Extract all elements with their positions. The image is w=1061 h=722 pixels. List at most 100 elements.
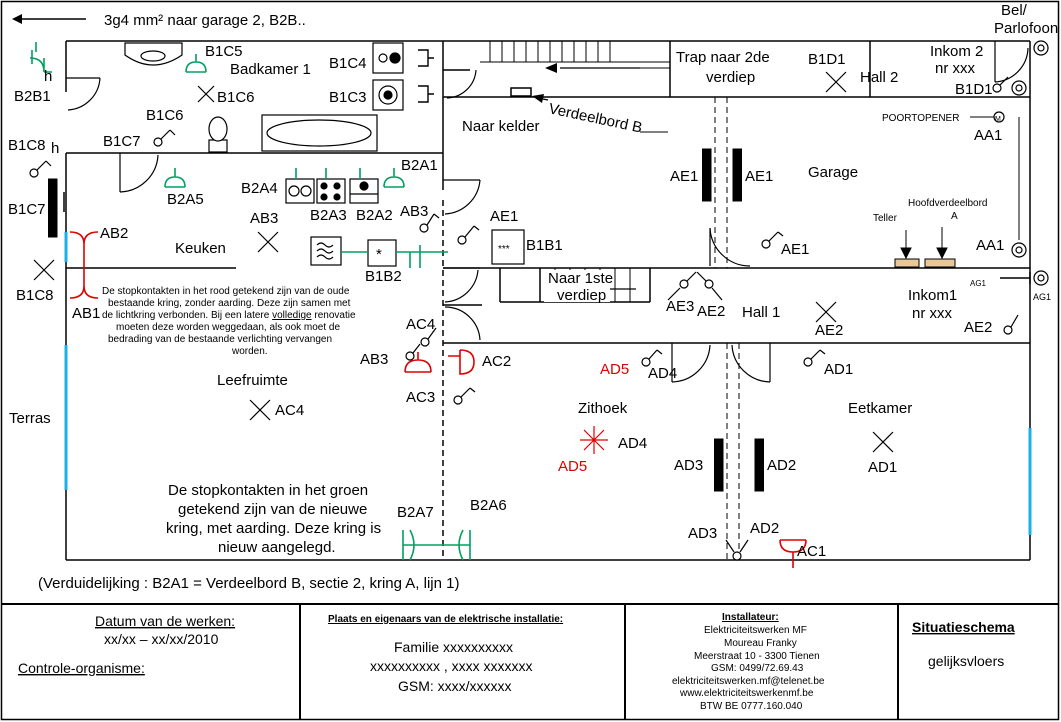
naar-1ste-label-2: verdiep	[557, 287, 606, 304]
svg-text:AE3: AE3	[666, 298, 694, 315]
svg-text:AE1: AE1	[745, 168, 773, 185]
room-inkom1-1: Inkom1	[908, 287, 957, 304]
svg-text:B1C6: B1C6	[146, 107, 184, 124]
light-point-red	[580, 426, 608, 454]
svg-text:AA1: AA1	[974, 127, 1002, 144]
schema-title: Situatieschema	[912, 619, 1015, 635]
installateur-7: BTW BE 0777.160.040	[700, 701, 803, 712]
svg-text:B1C7: B1C7	[8, 201, 46, 218]
installateur-6: www.elektriciteitswerkenmf.be	[679, 688, 814, 699]
svg-text:kring, met aarding. Deze kring: kring, met aarding. Deze kring is	[166, 520, 381, 537]
svg-text:De stopkontakten in het groen: De stopkontakten in het groen	[168, 482, 368, 499]
room-inkom2-1: Inkom 2	[930, 43, 983, 60]
svg-text:nieuw aangelegd.: nieuw aangelegd.	[218, 539, 336, 556]
schema-sub: gelijksvloers	[928, 653, 1004, 669]
room-hall1: Hall 1	[742, 304, 780, 321]
trap-arrow	[545, 63, 640, 73]
svg-text:moeten deze worden weggedaan,: moeten deze worden weggedaan, als ook mo…	[116, 322, 340, 333]
svg-text:AB1: AB1	[72, 305, 100, 322]
svg-text:AD4: AD4	[618, 435, 647, 452]
room-garage: Garage	[808, 164, 858, 181]
poortopener-label: POORTOPENER	[882, 113, 959, 124]
installateur-5: elektriciteitswerken.mf@telenet.be	[672, 676, 825, 687]
svg-text:B2A2: B2A2	[356, 207, 393, 224]
black-sockets	[418, 49, 434, 103]
motor-symbol: M	[995, 116, 1001, 123]
svg-text:B1B1: B1B1	[526, 237, 563, 254]
controle-organisme: Controle-organisme:	[18, 660, 145, 676]
hoofdverdeelbord-2: A	[951, 211, 958, 222]
room-eetkamer: Eetkamer	[848, 400, 912, 417]
installateur-label: Installateur:	[722, 612, 779, 623]
naar-1ste-label-1: Naar 1ste	[548, 270, 613, 287]
svg-text:B2A5: B2A5	[167, 191, 204, 208]
svg-text:h: h	[44, 68, 52, 85]
ad5-label-1: AD5	[600, 361, 629, 378]
svg-text:AB3: AB3	[250, 210, 278, 227]
svg-text:B1C5: B1C5	[205, 43, 243, 60]
red-sockets	[69, 231, 807, 568]
svg-text:AD1: AD1	[868, 459, 897, 476]
svg-text:AD4: AD4	[648, 365, 677, 382]
room-hall2: Hall 2	[860, 69, 898, 86]
naar-kelder: Naar kelder	[462, 118, 540, 135]
svg-text:AC1: AC1	[797, 543, 826, 560]
svg-text:B2A6: B2A6	[470, 497, 507, 514]
garage-passage	[714, 97, 740, 560]
cable-note: 3g4 mm² naar garage 2, B2B..	[104, 12, 306, 29]
svg-text:AB3: AB3	[360, 351, 388, 368]
svg-text:B1C8: B1C8	[8, 137, 46, 154]
ag1-bracket	[1000, 272, 1031, 284]
hoofdverdeelbord-1: Hoofdverdeelbord	[908, 198, 988, 209]
svg-text:B1D1: B1D1	[955, 81, 993, 98]
bathroom-fixtures	[124, 42, 378, 153]
svg-text:AE2: AE2	[697, 303, 725, 320]
green-sockets	[29, 42, 471, 561]
svg-text:De stopkontakten in het rood g: De stopkontakten in het rood getekend zi…	[102, 286, 350, 297]
wall-brackets	[48, 148, 764, 492]
svg-text:AA1: AA1	[976, 237, 1004, 254]
svg-text:AE2: AE2	[964, 319, 992, 336]
datum-value: xx/xx – xx/xx/2010	[104, 631, 219, 647]
installateur-2: Moureau Franky	[724, 638, 797, 649]
trap-label-1: Trap naar 2de	[676, 49, 770, 66]
component-labels: B1C5 B1C4 B1C3 B1C6 B1C6 B1C7 h B2B1 B1C…	[8, 43, 1051, 560]
svg-text:bedrading van de bestaande ver: bedrading van de bestaande verlichting v…	[108, 334, 332, 345]
installateur-1: Elektriciteitswerken MF	[704, 625, 807, 636]
svg-text:AG1: AG1	[970, 279, 987, 288]
svg-text:AE1: AE1	[490, 208, 518, 225]
svg-text:B2B1: B2B1	[14, 88, 51, 105]
svg-text:AE2: AE2	[815, 322, 843, 339]
svg-text:B1C7: B1C7	[103, 133, 141, 150]
bel-label-1: Bel/	[1001, 2, 1028, 19]
plaats-label: Plaats en eigenaars van de elektrische i…	[328, 614, 563, 625]
svg-text:B1D1: B1D1	[808, 51, 846, 68]
appliances	[285, 42, 525, 267]
svg-text:h: h	[51, 140, 59, 157]
datum-label: Datum van de werken:	[95, 613, 235, 629]
room-terras: Terras	[9, 410, 51, 427]
bell-and-outlets	[993, 40, 1049, 286]
windows	[64, 232, 1032, 535]
light-points	[33, 71, 894, 453]
svg-text:worden.: worden.	[231, 346, 268, 357]
ad5-label-2: AD5	[558, 458, 587, 475]
legend-note: (Verduidelijking : B2A1 = Verdeelbord B,…	[38, 575, 460, 592]
svg-text:B1C3: B1C3	[329, 89, 367, 106]
svg-text:bestaande kring, zonder aardin: bestaande kring, zonder aarding. Deze zi…	[108, 298, 351, 309]
svg-text:B2A4: B2A4	[241, 180, 278, 197]
svg-text:AB2: AB2	[100, 225, 128, 242]
svg-text:AD3: AD3	[674, 457, 703, 474]
green-note: De stopkontakten in het groen getekend z…	[166, 482, 381, 556]
svg-text:AG1: AG1	[1033, 292, 1051, 302]
svg-text:AD1: AD1	[824, 361, 853, 378]
familie: Familie xxxxxxxxxx	[394, 639, 513, 655]
meter-boxes	[894, 227, 956, 268]
trap-label-2: verdiep	[706, 69, 755, 86]
installateur-4: GSM: 0499/72.69.43	[711, 663, 804, 674]
title-block-lines	[1, 603, 1059, 720]
naar-1ste-bg	[544, 270, 610, 302]
svg-text:B1C8: B1C8	[16, 287, 54, 304]
